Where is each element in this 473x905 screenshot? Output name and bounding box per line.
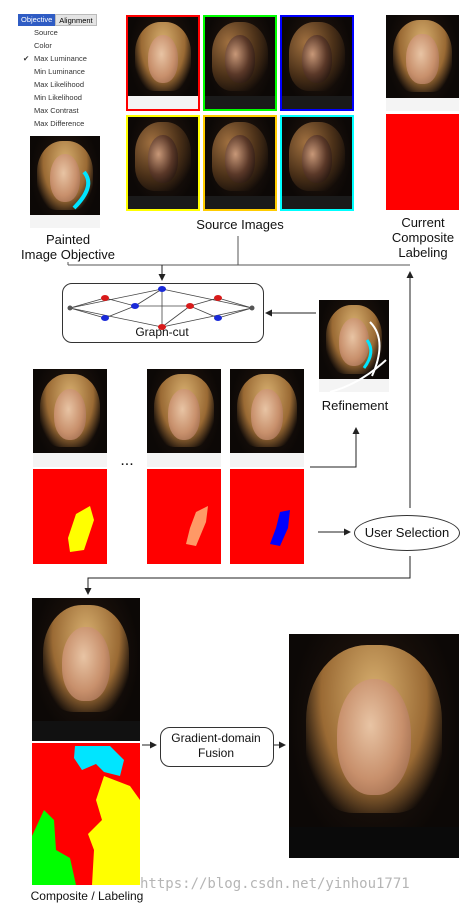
check-icon: ✔ xyxy=(23,54,30,63)
gradient-fusion-box[interactable] xyxy=(160,727,274,767)
menu-item-source[interactable]: Source xyxy=(18,26,108,39)
ellipsis-text: ... xyxy=(120,452,134,469)
source-images-label: Source Images xyxy=(196,217,284,232)
menu-item-min-luminance[interactable]: Min Luminance xyxy=(18,65,108,78)
menu-item-label: Max Difference xyxy=(34,119,85,128)
refinement-image xyxy=(319,300,389,392)
menu-item-label: Source xyxy=(34,28,58,37)
source-image-6[interactable] xyxy=(280,115,354,211)
menu-item-max-luminance[interactable]: ✔ Max Luminance xyxy=(18,52,108,65)
gradient-fusion-label: Gradient-domain Fusion xyxy=(160,731,272,761)
candidate-image-1[interactable] xyxy=(33,369,107,467)
gradient-label-line2: Fusion xyxy=(197,746,235,760)
painted-label-line2: Image Objective xyxy=(21,247,115,262)
menu-item-label: Max Likelihood xyxy=(34,80,85,89)
painted-label-line1: Painted xyxy=(45,232,91,247)
source-image-4[interactable] xyxy=(126,115,200,211)
current-label-line3: Labeling xyxy=(398,245,448,260)
menu-item-color[interactable]: Color xyxy=(18,39,108,52)
current-composite-label: Current Composite Labeling xyxy=(376,215,470,260)
composite-image xyxy=(32,598,140,741)
menu-item-max-difference[interactable]: Max Difference xyxy=(18,117,108,130)
painted-objective-label: Painted Image Objective xyxy=(10,232,126,262)
menu-item-min-likelihood[interactable]: Min Likelihood xyxy=(18,91,108,104)
current-label-line1: Current xyxy=(401,215,445,230)
candidate-image-2[interactable] xyxy=(147,369,221,467)
menu-item-max-contrast[interactable]: Max Contrast xyxy=(18,104,108,117)
menu-item-label: Min Likelihood xyxy=(34,93,82,102)
menu-item-label: Color xyxy=(34,41,52,50)
current-label-line2: Composite xyxy=(391,230,455,245)
objective-menu: Objective Alignment Source Color ✔ Max Lu… xyxy=(18,14,108,136)
tab-objective[interactable]: Objective xyxy=(18,14,56,26)
tab-alignment[interactable]: Alignment xyxy=(55,14,97,26)
menu-tabs: Objective Alignment xyxy=(18,14,108,26)
candidate-labeling-2 xyxy=(147,469,221,564)
source-image-1[interactable] xyxy=(126,15,200,111)
menu-item-label: Max Luminance xyxy=(34,54,87,63)
composite-labeling-panel xyxy=(32,743,140,885)
graph-cut-label: Graph-cut xyxy=(135,325,189,339)
gradient-label-line1: Gradient-domain xyxy=(171,731,261,745)
arrow-to-refinement xyxy=(310,427,360,468)
candidate-image-3[interactable] xyxy=(230,369,304,467)
menu-item-label: Min Luminance xyxy=(34,67,85,76)
painted-objective-image xyxy=(30,136,100,228)
source-image-3[interactable] xyxy=(280,15,354,111)
candidate-labeling-1 xyxy=(33,469,107,564)
source-image-5[interactable] xyxy=(203,115,277,211)
refinement-label: Refinement xyxy=(321,398,389,413)
watermark-text: https://blog.csdn.net/yinhou1771 xyxy=(140,876,410,892)
current-labeling-panel xyxy=(386,114,459,210)
menu-item-max-likelihood[interactable]: Max Likelihood xyxy=(18,78,108,91)
user-selection-node[interactable]: User Selection xyxy=(354,515,460,551)
final-fused-image xyxy=(289,634,459,858)
candidate-labeling-3 xyxy=(230,469,304,564)
source-image-2[interactable] xyxy=(203,15,277,111)
current-composite-image xyxy=(386,15,459,111)
menu-item-label: Max Contrast xyxy=(34,106,79,115)
composite-labeling-label: Composite / Labeling xyxy=(30,889,144,903)
